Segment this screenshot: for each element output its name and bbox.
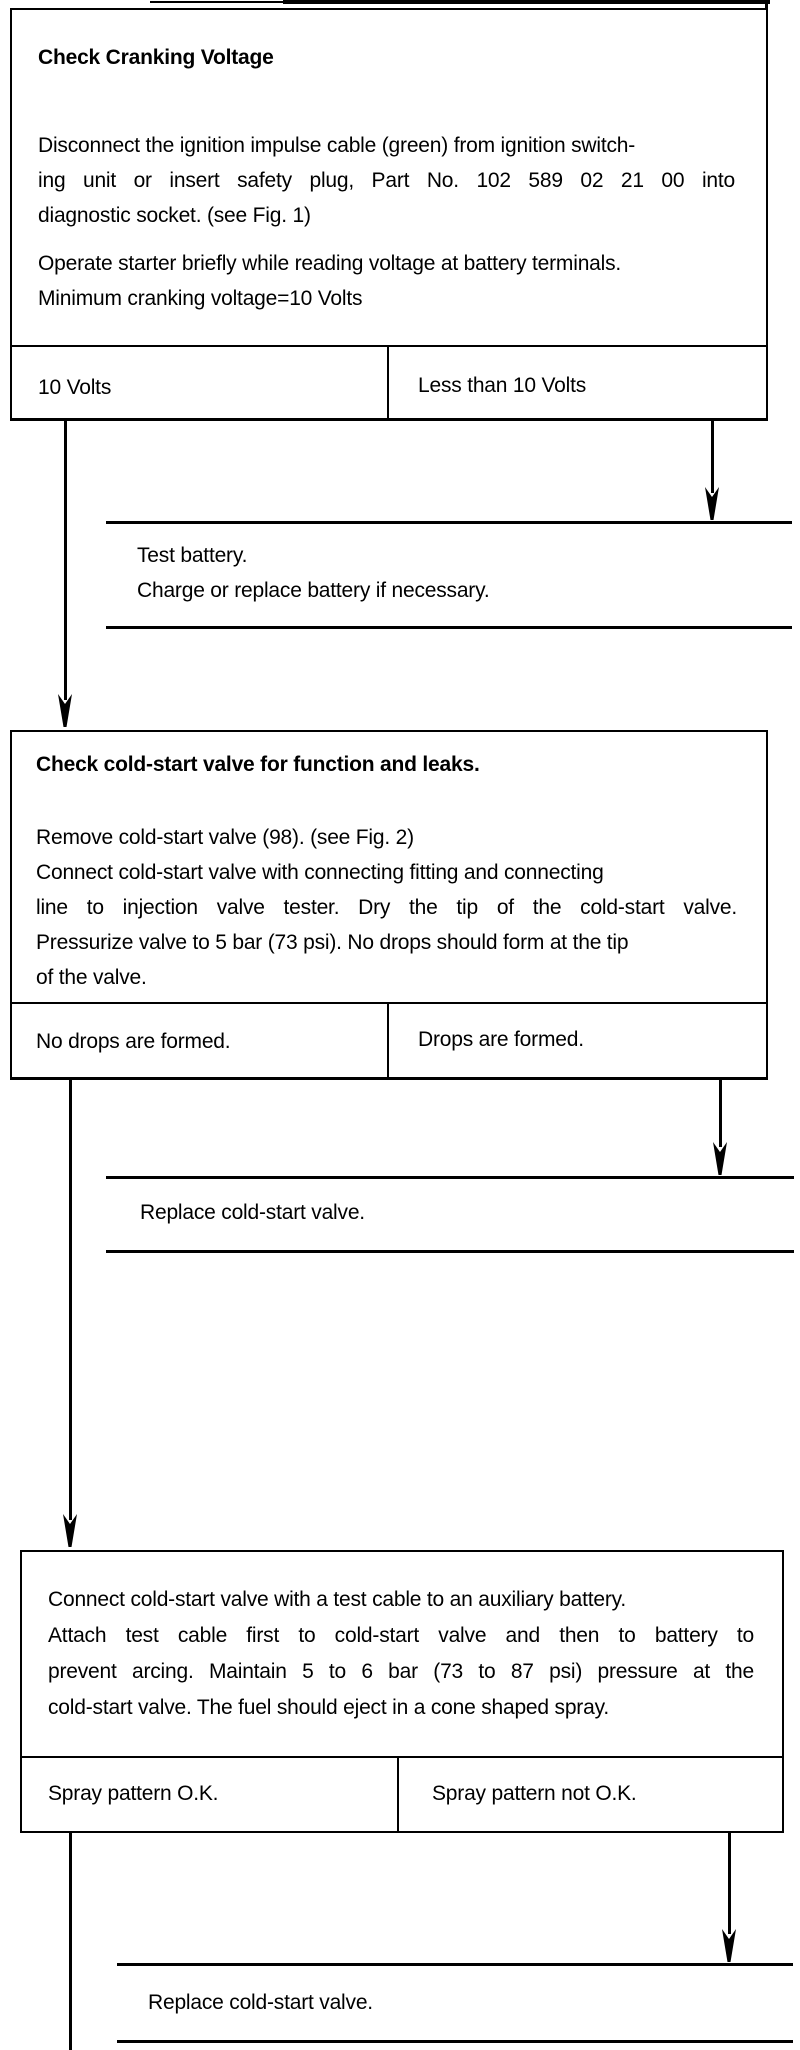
arrow-head-icon [705, 487, 719, 520]
text-line: Remove cold-start valve (98). (see Fig. … [36, 826, 414, 849]
box2-outcome-row-top-border [10, 1002, 768, 1004]
box2-outcome-cell-divider [387, 1003, 389, 1080]
step-box-check-cold-start-valve [10, 730, 768, 1080]
box3-instructions: Connect cold-start valve with a test cab… [48, 1582, 754, 1726]
text-line: Operate starter briefly while reading vo… [38, 252, 622, 275]
text-line: Test battery. [137, 544, 248, 567]
box3-outcome-row-top-border [20, 1756, 784, 1758]
result2-rule-bottom [106, 1250, 794, 1253]
result2-text: Replace cold-start valve. [140, 1201, 365, 1224]
top-edge-artifact-thick-line [283, 0, 770, 4]
flow-arrow-box2-right-shaft [719, 1080, 722, 1147]
box2-outcome-cell-right: Drops are formed. [418, 1028, 584, 1051]
text-line: Disconnect the ignition impulse cable (g… [38, 134, 636, 157]
arrow-head-icon [722, 1929, 736, 1962]
text-line: Attach test cable first to cold-start va… [48, 1624, 754, 1647]
box1-outcome-cell-right: Less than 10 Volts [418, 374, 587, 397]
result1-rule-top [106, 521, 792, 524]
text-line: Connect cold-start valve with a test cab… [48, 1588, 626, 1611]
text-line: Minimum cranking voltage=10 Volts [38, 287, 363, 310]
text-line: Pressurize valve to 5 bar (73 psi). No d… [36, 931, 629, 954]
box3-outcome-cell-divider [397, 1757, 399, 1833]
flow-arrow-box3-left-shaft-cutoff [69, 1833, 72, 2050]
box1-instructions-paragraph-2: Operate starter briefly while reading vo… [38, 246, 735, 316]
text-line: prevent arcing. Maintain 5 to 6 bar (73 … [48, 1660, 754, 1683]
result3-rule-bottom [117, 2040, 793, 2043]
text-line: of the valve. [36, 966, 147, 989]
box3-outcome-cell-right: Spray pattern not O.K. [432, 1782, 637, 1805]
box1-outcome-cell-divider [387, 346, 389, 421]
arrow-head-icon [713, 1142, 727, 1175]
flow-arrow-box2-left-shaft [69, 1080, 72, 1520]
flow-arrow-box1-left-shaft [64, 421, 67, 700]
box1-title: Check Cranking Voltage [38, 46, 274, 69]
text-line: diagnostic socket. (see Fig. 1) [38, 204, 311, 227]
step-box-spray-pattern-test [20, 1550, 784, 1833]
text-line: Charge or replace battery if necessary. [137, 579, 490, 602]
box2-outcome-cell-left: No drops are formed. [36, 1030, 231, 1053]
result3-rule-top [117, 1963, 793, 1966]
box3-outcome-cell-left: Spray pattern O.K. [48, 1782, 219, 1805]
result1-text: Test battery. Charge or replace battery … [137, 538, 787, 608]
arrow-head-icon [63, 1514, 77, 1547]
step-box-check-cranking-voltage [10, 8, 768, 421]
top-edge-artifact-thin-line [150, 1, 285, 3]
text-line: ing unit or insert safety plug, Part No.… [38, 169, 735, 192]
text-line: Connect cold-start valve with connecting… [36, 861, 604, 884]
flow-arrow-box1-right-shaft [711, 421, 714, 493]
box2-instructions: Remove cold-start valve (98). (see Fig. … [36, 820, 737, 995]
box1-instructions-paragraph-1: Disconnect the ignition impulse cable (g… [38, 128, 735, 233]
box1-outcome-row-top-border [10, 345, 768, 347]
text-line: cold-start valve. The fuel should eject … [48, 1696, 609, 1719]
flow-arrow-box3-right-shaft [728, 1833, 731, 1934]
result1-rule-bottom [106, 626, 792, 629]
box2-title: Check cold-start valve for function and … [36, 753, 480, 776]
result3-text: Replace cold-start valve. [148, 1991, 373, 2014]
text-line: line to injection valve tester. Dry the … [36, 896, 737, 919]
box1-outcome-cell-left: 10 Volts [38, 376, 112, 399]
arrow-head-icon [58, 694, 72, 727]
result2-rule-top [106, 1176, 794, 1179]
top-edge-artifact-connector [765, 0, 768, 10]
